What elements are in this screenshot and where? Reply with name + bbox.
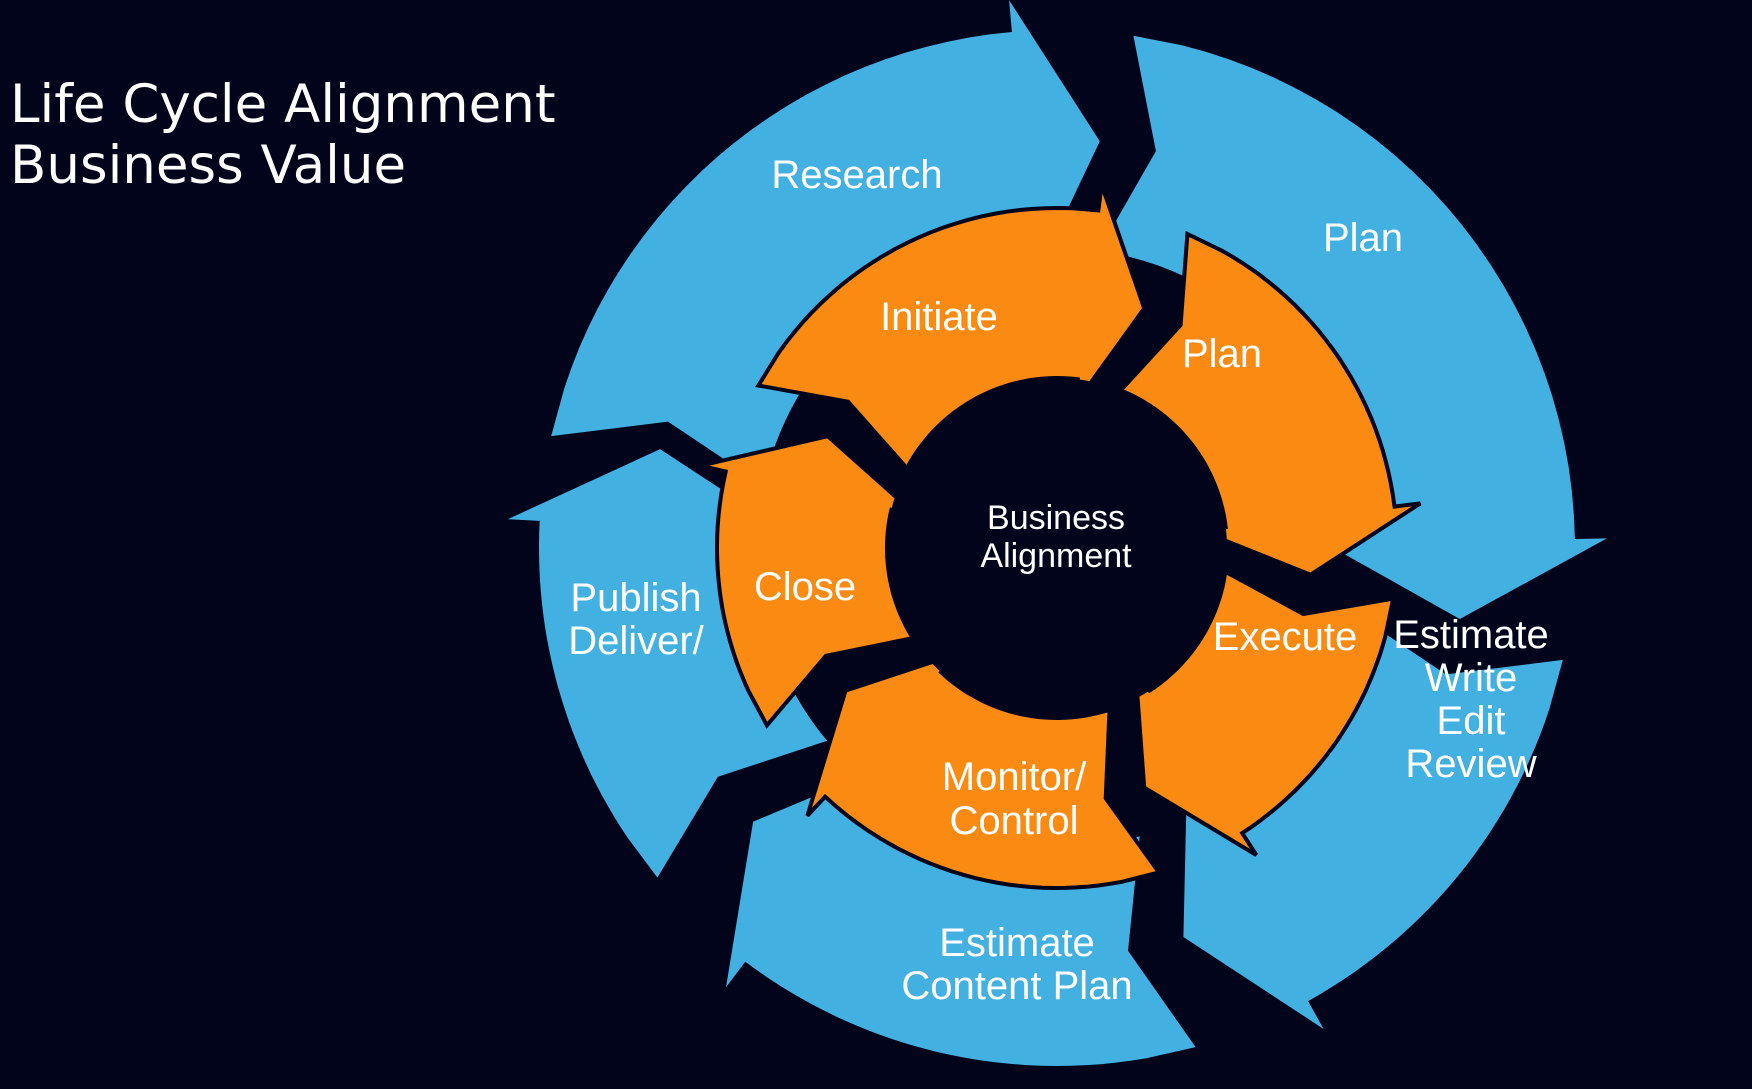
outer-cycle-research-label-1: Research: [771, 153, 942, 197]
inner-cycle-close-label-1: Close: [754, 565, 856, 609]
outer-arrow-content: [726, 762, 1196, 1066]
outer-cycle-write-label-4: Review: [1405, 742, 1536, 786]
outer-cycle-content-plan-label-1: Estimate: [939, 921, 1095, 965]
outer-cycle-write-label-3: Edit: [1437, 699, 1506, 743]
center-label-2: Alignment: [980, 537, 1132, 575]
inner-cycle-execute-label-1: Execute: [1213, 615, 1358, 659]
slide-title: Life Cycle Alignment Business Value: [10, 74, 556, 196]
inner-cycle-initiate-label-1: Initiate: [880, 295, 998, 339]
center-label-1: Business: [987, 499, 1125, 537]
title-line-2: Business Value: [10, 135, 407, 196]
outer-cycle-publish-label-2: Deliver/: [568, 619, 704, 663]
inner-ring: [699, 184, 1422, 891]
title-line-1: Life Cycle Alignment: [10, 74, 556, 135]
inner-cycle-plan-label-1: Plan: [1182, 332, 1262, 376]
outer-cycle-write-label-1: Estimate: [1393, 613, 1549, 657]
outer-cycle-plan-label-1: Plan: [1323, 216, 1403, 260]
center-disc: [887, 378, 1227, 718]
outer-cycle-content-plan-label-2: Content Plan: [901, 964, 1132, 1008]
outer-cycle-write-label-2: Write: [1425, 656, 1518, 700]
inner-cycle-monitor-label-1: Monitor/: [942, 755, 1087, 799]
outer-cycle-publish-label-1: Publish: [570, 576, 701, 620]
outer-arrow-write: [1183, 610, 1563, 1029]
inner-cycle-monitor-label-2: Control: [950, 799, 1079, 843]
outer-arrow-research: [551, 0, 1100, 486]
labels: ResearchPlanEstimateWriteEditReviewEstim…: [568, 153, 1549, 1008]
outer-arrow-plan: [1098, 35, 1607, 619]
